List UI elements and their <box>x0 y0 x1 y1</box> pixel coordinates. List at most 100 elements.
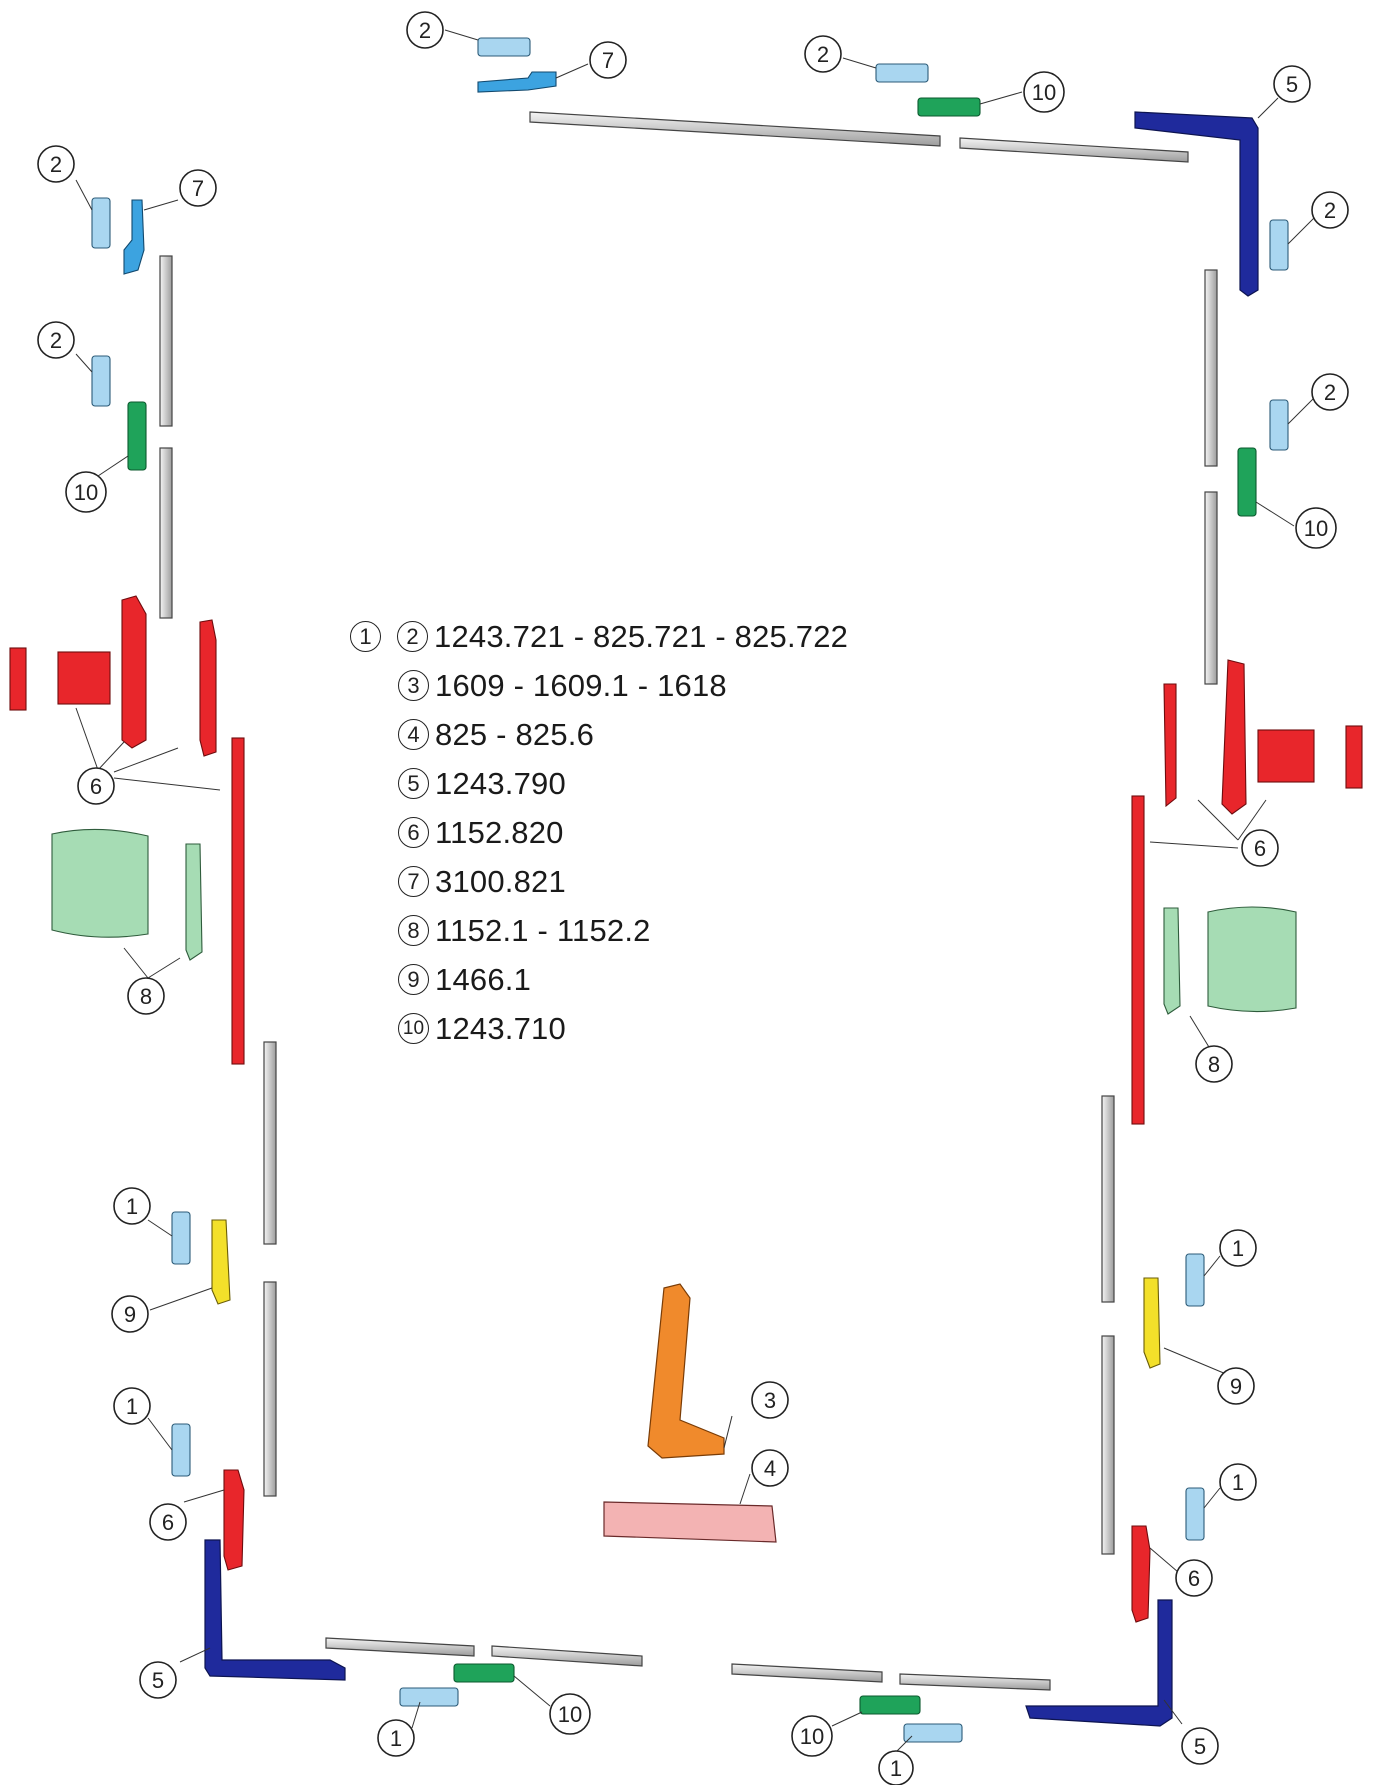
top-rod-left <box>529 111 941 147</box>
cover-right <box>1207 906 1297 1013</box>
keep-right-bottom-upper <box>1185 1253 1205 1307</box>
keep-left-bottom-lower <box>171 1423 191 1477</box>
legend-number: 4 <box>398 719 429 750</box>
callout-left-hinge: 6 <box>77 767 115 805</box>
part10-bottom-left <box>453 1663 515 1683</box>
hinge-covers <box>51 828 1297 1015</box>
hinge-right-rod <box>1131 795 1145 1125</box>
svg-text:3: 3 <box>764 1388 776 1413</box>
legend-row-1-2: 1 2 1243.721 - 825.721 - 825.722 <box>350 612 958 661</box>
callout-top-mid-part10: 10 <box>1023 71 1065 113</box>
svg-text:10: 10 <box>74 480 98 505</box>
left-rod-upper-1 <box>159 255 173 427</box>
callout-right-cover: 8 <box>1195 1045 1233 1083</box>
legend-number: 10 <box>398 1013 429 1044</box>
keep-bottom-right <box>903 1723 963 1743</box>
part9-left <box>211 1219 231 1305</box>
svg-text:1: 1 <box>1232 1470 1244 1495</box>
callout-right-part6-bottom: 6 <box>1175 1559 1213 1597</box>
rods <box>159 111 1218 1691</box>
callout-right-keep-lower: 2 <box>1311 373 1349 411</box>
part9-pieces <box>211 1219 1161 1369</box>
legend-code: 1243.721 - 825.721 - 825.722 <box>434 618 849 654</box>
callout-top-left-keep: 2 <box>406 11 444 49</box>
keep-top-left <box>477 37 531 57</box>
svg-text:2: 2 <box>50 328 62 353</box>
callout-top-mid-keep: 2 <box>804 35 842 73</box>
callout-right-hinge: 6 <box>1241 829 1279 867</box>
svg-text:8: 8 <box>140 984 152 1009</box>
svg-text:2: 2 <box>1324 380 1336 405</box>
part7-pieces <box>123 71 557 275</box>
gearbox <box>603 1501 777 1543</box>
legend-row-7: 7 3100.821 <box>398 857 958 906</box>
hinge-right-body <box>1221 659 1247 815</box>
svg-text:1: 1 <box>126 1194 138 1219</box>
callout-left-part10: 10 <box>65 471 107 513</box>
hinge-left-block <box>57 651 111 705</box>
keep-right-upper <box>1269 219 1289 271</box>
parts-legend: 1 2 1243.721 - 825.721 - 825.722 3 1609 … <box>350 612 958 1053</box>
callout-right-keep-upper: 2 <box>1311 191 1349 229</box>
callout-bottom-right-part10: 10 <box>791 1715 833 1757</box>
svg-text:1: 1 <box>390 1726 402 1751</box>
keep-right-bottom-lower <box>1185 1487 1205 1541</box>
callout-right-corner-bottom: 5 <box>1181 1727 1219 1765</box>
legend-row-3: 3 1609 - 1609.1 - 1618 <box>398 661 958 710</box>
svg-text:2: 2 <box>50 152 62 177</box>
keep-left-lower <box>91 355 111 407</box>
callout-left-cover: 8 <box>127 977 165 1015</box>
hinge-right-block <box>1257 729 1315 783</box>
callout-left-part6-bottom: 6 <box>149 1503 187 1541</box>
legend-row-10: 10 1243.710 <box>398 1004 958 1053</box>
svg-text:7: 7 <box>192 176 204 201</box>
svg-text:10: 10 <box>1032 80 1056 105</box>
corner-drive-top-right <box>1134 111 1259 297</box>
callout-right-part9: 9 <box>1217 1367 1255 1405</box>
legend-code: 1609 - 1609.1 - 1618 <box>435 667 727 703</box>
part6-right-bottom <box>1131 1525 1151 1623</box>
keep-left-bottom-upper <box>171 1211 191 1265</box>
legend-row-9: 9 1466.1 <box>398 955 958 1004</box>
callout-left-part9: 9 <box>111 1295 149 1333</box>
part10-top <box>917 97 981 117</box>
callout-top-left-part7: 7 <box>589 41 627 79</box>
svg-text:2: 2 <box>817 42 829 67</box>
svg-text:6: 6 <box>1188 1566 1200 1591</box>
svg-text:10: 10 <box>1304 516 1328 541</box>
svg-text:5: 5 <box>152 1668 164 1693</box>
svg-text:2: 2 <box>1324 198 1336 223</box>
part10-pieces <box>127 97 1257 1715</box>
legend-code: 825 - 825.6 <box>435 716 595 752</box>
keep-left-upper <box>91 197 111 249</box>
part9-right <box>1143 1277 1161 1369</box>
legend-number: 6 <box>398 817 429 848</box>
callout-gearbox: 4 <box>751 1449 789 1487</box>
right-rod-lower-2 <box>1101 1335 1115 1555</box>
callout-left-keep-bottom-lower: 1 <box>113 1387 151 1425</box>
legend-row-6: 6 1152.820 <box>398 808 958 857</box>
legend-row-5: 5 1243.790 <box>398 759 958 808</box>
legend-code: 1152.820 <box>435 814 564 850</box>
svg-text:6: 6 <box>90 774 102 799</box>
svg-text:9: 9 <box>1230 1374 1242 1399</box>
svg-text:6: 6 <box>162 1510 174 1535</box>
callout-right-part10: 10 <box>1295 507 1337 549</box>
legend-row-4: 4 825 - 825.6 <box>398 710 958 759</box>
part6-left-bottom <box>223 1469 245 1571</box>
svg-text:5: 5 <box>1194 1734 1206 1759</box>
bottom-rod-1 <box>325 1637 475 1657</box>
part7-left <box>123 199 145 275</box>
left-rod-lower-2 <box>263 1281 277 1497</box>
legend-number: 9 <box>398 964 429 995</box>
svg-text:1: 1 <box>1232 1236 1244 1261</box>
callout-left-keep-upper: 2 <box>37 145 75 183</box>
callout-top-right-corner: 5 <box>1273 65 1311 103</box>
callout-handle: 3 <box>751 1381 789 1419</box>
callout-right-keep-bottom-lower: 1 <box>1219 1463 1257 1501</box>
callout-left-part7: 7 <box>179 169 217 207</box>
legend-code: 1466.1 <box>435 961 532 997</box>
corner-drives <box>204 111 1259 1727</box>
right-rod-upper-1 <box>1204 269 1218 467</box>
